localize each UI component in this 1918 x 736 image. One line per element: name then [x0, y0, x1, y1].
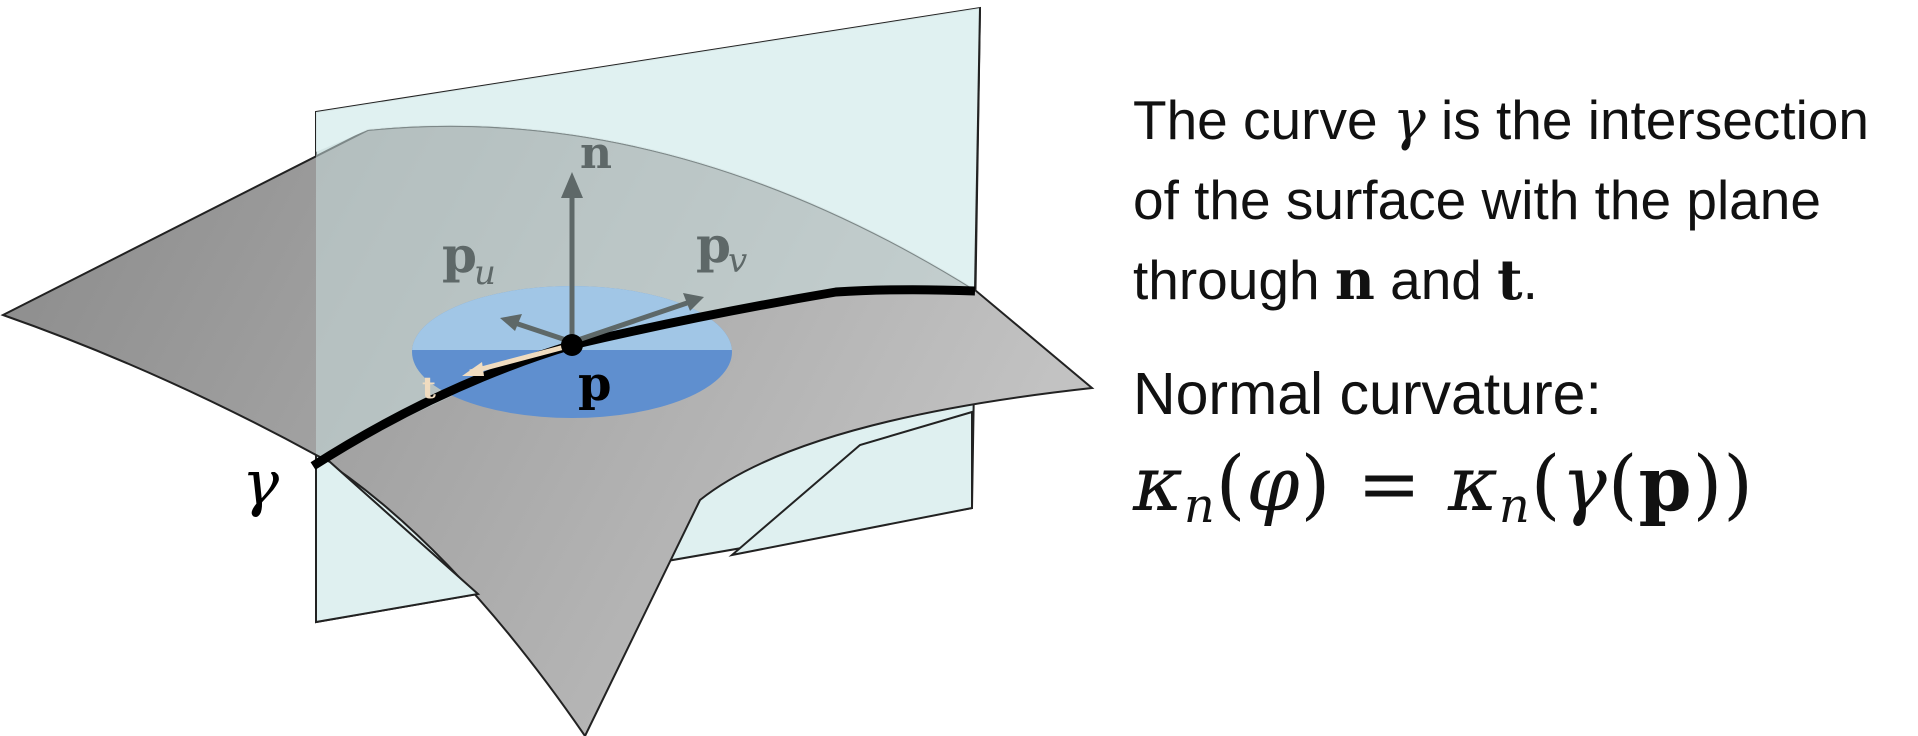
- desc-text: and: [1374, 249, 1498, 311]
- plane-overlay: [316, 8, 980, 290]
- plane-lower-right: [728, 410, 973, 557]
- tangent-arrowhead: [462, 362, 484, 376]
- formula-paren: ): [1300, 439, 1332, 528]
- formula-paren: (: [1530, 439, 1562, 528]
- formula-kappa: κ: [1133, 439, 1184, 528]
- desc-text: is the intersection: [1425, 89, 1869, 151]
- formula-paren: (: [1215, 439, 1247, 528]
- desc-text: .: [1522, 249, 1538, 311]
- pu-vector: [511, 319, 573, 345]
- label-pu: p: [442, 225, 477, 284]
- label-gamma: γ: [242, 446, 280, 519]
- pv-arrowhead: [683, 293, 704, 311]
- pu-arrowhead: [500, 314, 522, 331]
- formula-subscript: n: [1498, 478, 1531, 534]
- curve-gamma: [310, 285, 976, 470]
- normal-curvature-heading: Normal curvature:: [1133, 361, 1602, 427]
- label-point-p: p: [578, 356, 612, 412]
- formula-phi: φ: [1246, 439, 1301, 528]
- pv-vector: [571, 299, 691, 345]
- label-t: t: [422, 371, 436, 406]
- tangent-vector: [469, 342, 573, 375]
- description-line-3: through n and t.: [1133, 240, 1913, 320]
- description-line-1: The curve γ is the intersection: [1133, 80, 1913, 160]
- desc-text: through: [1133, 249, 1335, 311]
- formula-kappa: κ: [1447, 439, 1499, 528]
- label-pu-sub: u: [474, 253, 496, 293]
- label-pv-sub: v: [728, 241, 747, 281]
- formula-paren: )): [1692, 439, 1754, 528]
- formula-p: p: [1638, 439, 1693, 528]
- label-pv: p: [696, 215, 731, 274]
- label-n: n: [580, 128, 612, 179]
- text-panel: The curve γ is the intersection of the s…: [1133, 80, 1913, 556]
- formula-gamma: γ: [1561, 439, 1608, 528]
- plane-edge-line: [974, 7, 981, 291]
- surface-diagram: n p u p v p t γ: [0, 6, 1095, 736]
- formula-equals: =: [1357, 439, 1422, 528]
- description-line-2: of the surface with the plane: [1133, 169, 1821, 231]
- point-p-dot: [561, 334, 583, 356]
- desc-text: The curve: [1133, 89, 1393, 151]
- formula-subscript: n: [1183, 478, 1216, 534]
- normal-curvature-formula: κn(φ)=κn(γ(p)): [1133, 434, 1913, 556]
- desc-gamma: γ: [1392, 88, 1426, 152]
- normal-arrowhead: [561, 172, 583, 198]
- desc-t: t: [1497, 247, 1523, 312]
- formula-paren: (: [1607, 439, 1639, 528]
- desc-n: n: [1334, 247, 1375, 312]
